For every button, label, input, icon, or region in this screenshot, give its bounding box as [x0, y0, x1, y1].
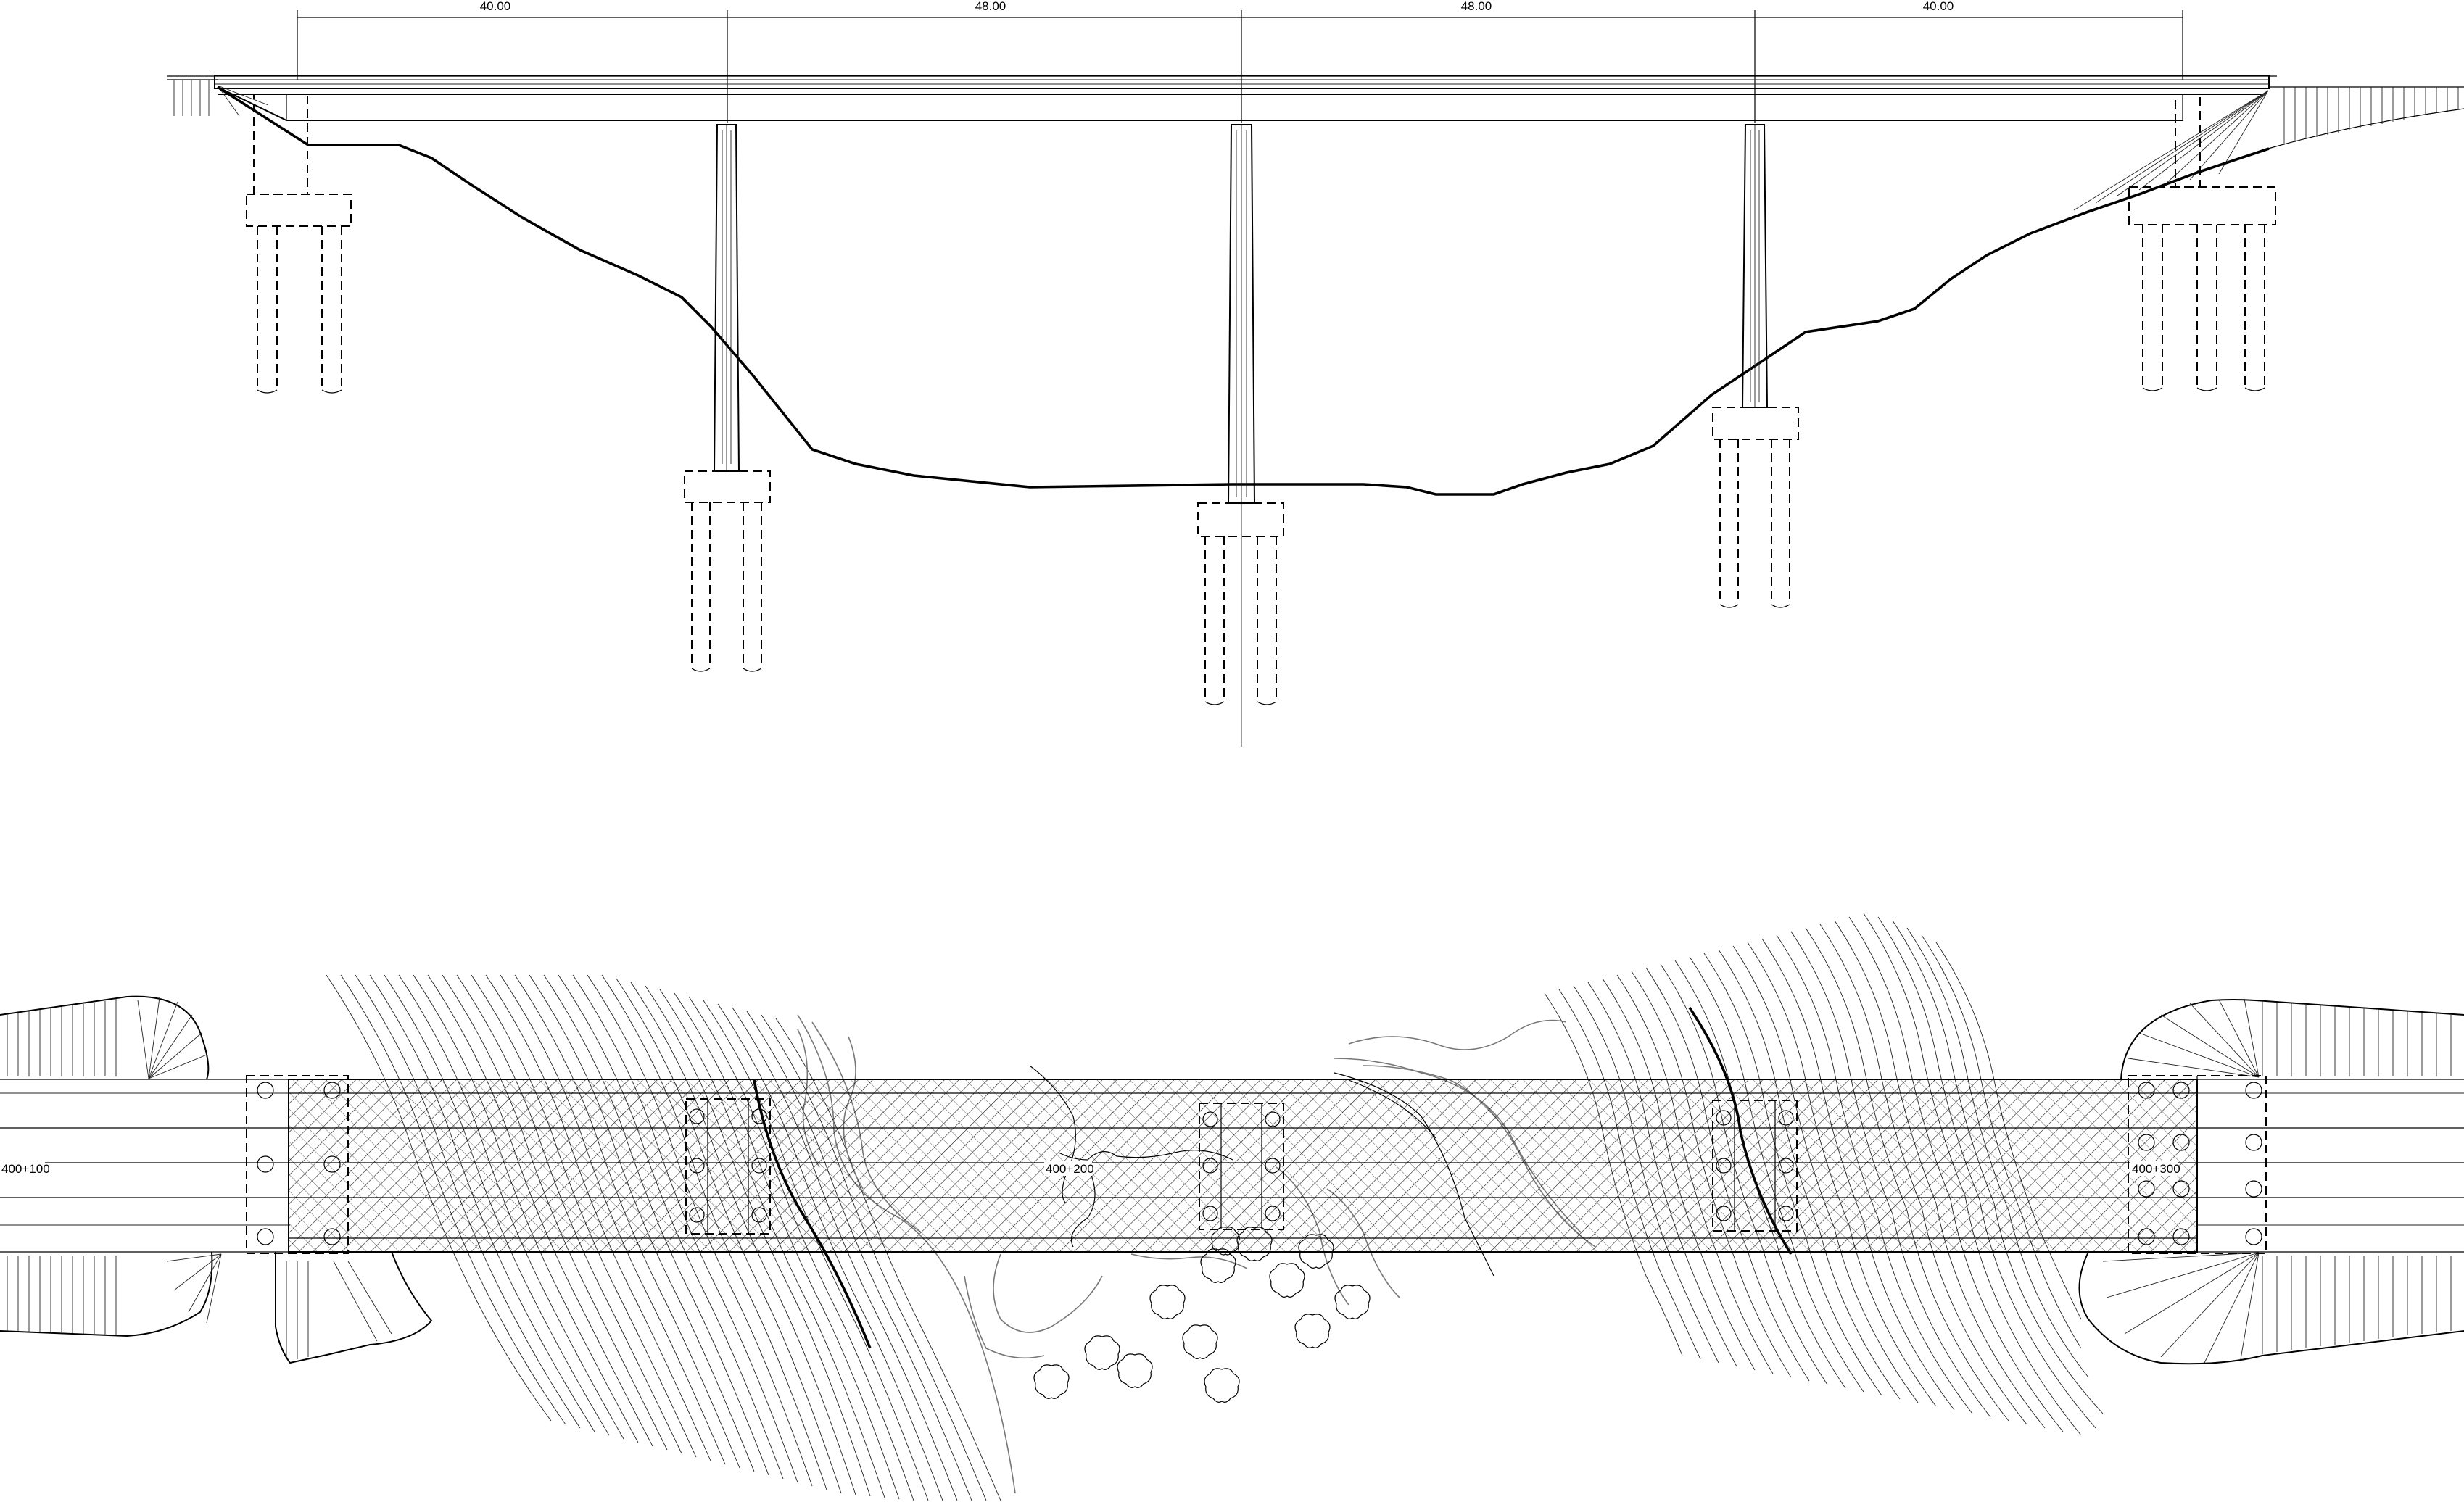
- abutment-plan-left: [246, 1075, 349, 1254]
- road-approach-right: [2197, 1079, 2464, 1253]
- right-embankment: [2073, 86, 2464, 211]
- span-label-3: 48.00: [1461, 0, 1492, 13]
- left-abutment: [217, 86, 352, 394]
- span-label-1: 40.00: [480, 0, 511, 13]
- abutment-plan-right: [2128, 1075, 2267, 1254]
- tree: [1182, 1324, 1218, 1359]
- pier-plan-3: [1712, 1100, 1798, 1232]
- chainage-mid: 400+200: [1046, 1162, 1094, 1176]
- span-label-2: 48.00: [975, 0, 1006, 13]
- bridge-elevation: 40.00 48.00 48.00 40.00: [167, 0, 2464, 747]
- pier-1: [684, 124, 771, 672]
- tree: [1294, 1314, 1331, 1348]
- embankment-right-bottom: [2078, 1251, 2464, 1365]
- tree: [1033, 1364, 1070, 1399]
- embankment-left-bottom: [0, 1251, 433, 1364]
- embankment-right-top: [2120, 998, 2464, 1080]
- span-dimension-line: 40.00 48.00 48.00 40.00: [297, 0, 2183, 123]
- road-approach-left: [0, 1079, 290, 1253]
- bridge-deck: [167, 75, 2277, 121]
- chainage-start: 400+100: [1, 1162, 50, 1176]
- tree: [1117, 1353, 1153, 1388]
- pier-plan-1: [685, 1098, 771, 1235]
- embankment-left-top: [0, 995, 210, 1080]
- right-abutment: [2128, 94, 2276, 391]
- pier-2: [1197, 124, 1284, 747]
- trees: [1033, 1227, 1371, 1403]
- tree: [1334, 1285, 1371, 1319]
- pier-plan-2: [1199, 1103, 1284, 1230]
- chainage-end: 400+300: [2132, 1162, 2180, 1176]
- deck-plan: [288, 1079, 2198, 1253]
- tree: [1149, 1285, 1186, 1319]
- bridge-plan: 400+100 400+200 400+300: [0, 913, 2464, 1501]
- chainage-labels: 400+100 400+200 400+300: [0, 1161, 2180, 1176]
- pier-3: [1712, 124, 1799, 608]
- terrain-profile: [217, 86, 2270, 496]
- tree: [1204, 1368, 1240, 1403]
- tree: [1084, 1335, 1120, 1370]
- tree: [1269, 1263, 1305, 1298]
- span-label-4: 40.00: [1923, 0, 1954, 13]
